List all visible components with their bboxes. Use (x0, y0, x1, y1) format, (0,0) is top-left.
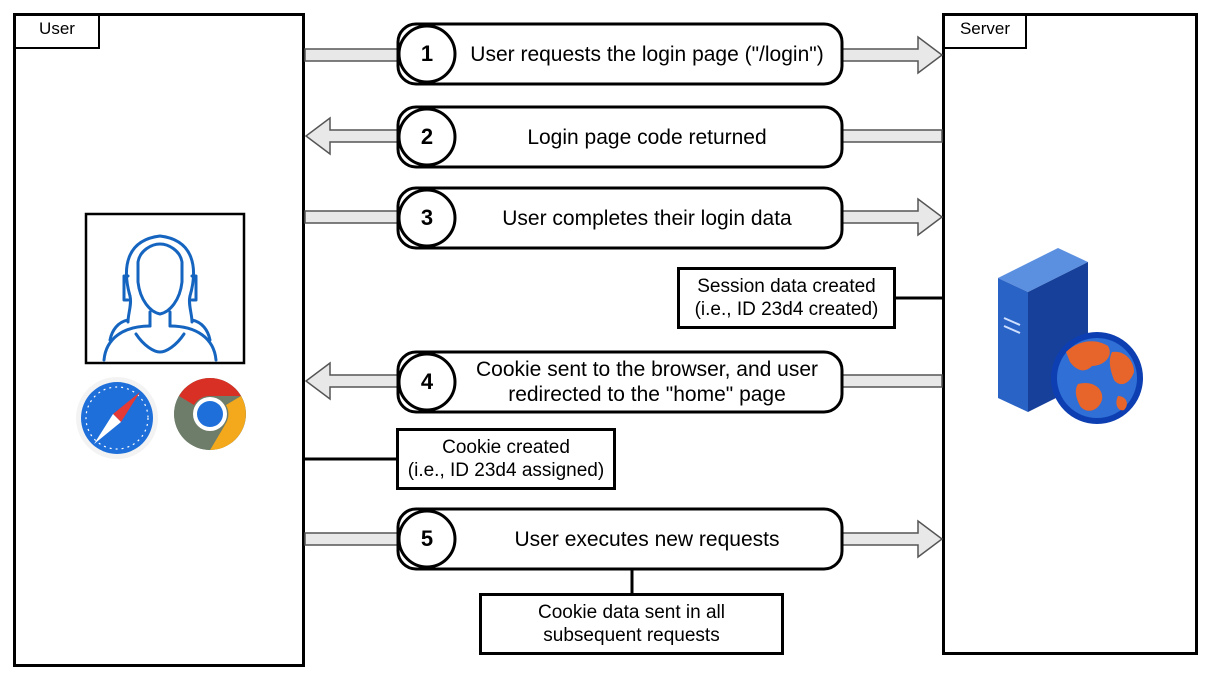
step-5-number: 5 (420, 526, 434, 551)
session-note: Session data created (i.e., ID 23d4 crea… (677, 267, 896, 329)
session-note-line1: Session data created (697, 276, 876, 297)
subsequent-note-line1: Cookie data sent in all (538, 602, 725, 623)
step-3-circle (397, 188, 457, 248)
step-4-number: 4 (420, 369, 434, 394)
step-1-number: 1 (420, 41, 434, 66)
subsequent-note: Cookie data sent in all subsequent reque… (479, 593, 784, 655)
cookie-note-line2: (i.e., ID 23d4 assigned) (407, 460, 605, 481)
step-1-text: User requests the login page ("/login") (470, 42, 824, 66)
subsequent-note-line2: subsequent requests (543, 625, 720, 646)
cookie-note: Cookie created (i.e., ID 23d4 assigned) (396, 428, 616, 490)
step-2-text: Login page code returned (527, 125, 767, 149)
step-5-circle (397, 509, 457, 569)
step-3-arrow (304, 197, 944, 237)
step-4-text-line1: Cookie sent to the browser, and user (475, 358, 819, 381)
chrome-browser-icon (174, 378, 246, 450)
step-3-number: 3 (420, 205, 434, 230)
user-lane-label: User (16, 16, 100, 49)
session-note-line2: (i.e., ID 23d4 created) (694, 299, 879, 320)
step-4-text: Cookie sent to the browser, and user red… (457, 354, 837, 410)
step-2-number: 2 (420, 124, 434, 149)
user-avatar-icon (84, 212, 246, 365)
server-lane-label: Server (945, 16, 1027, 49)
step-1-circle (397, 24, 457, 84)
step-4-text-line2: redirected to the "home" page (508, 383, 786, 406)
step-2-circle (397, 107, 457, 167)
step-4-arrow (304, 361, 943, 401)
safari-browser-icon (76, 377, 158, 459)
step-5-text: User executes new requests (514, 527, 780, 551)
cookie-note-line1: Cookie created (442, 437, 570, 458)
step-3-text: User completes their login data (502, 206, 792, 230)
step-2-arrow (304, 116, 943, 156)
step-4-circle (397, 352, 457, 412)
web-server-icon (998, 248, 1143, 424)
